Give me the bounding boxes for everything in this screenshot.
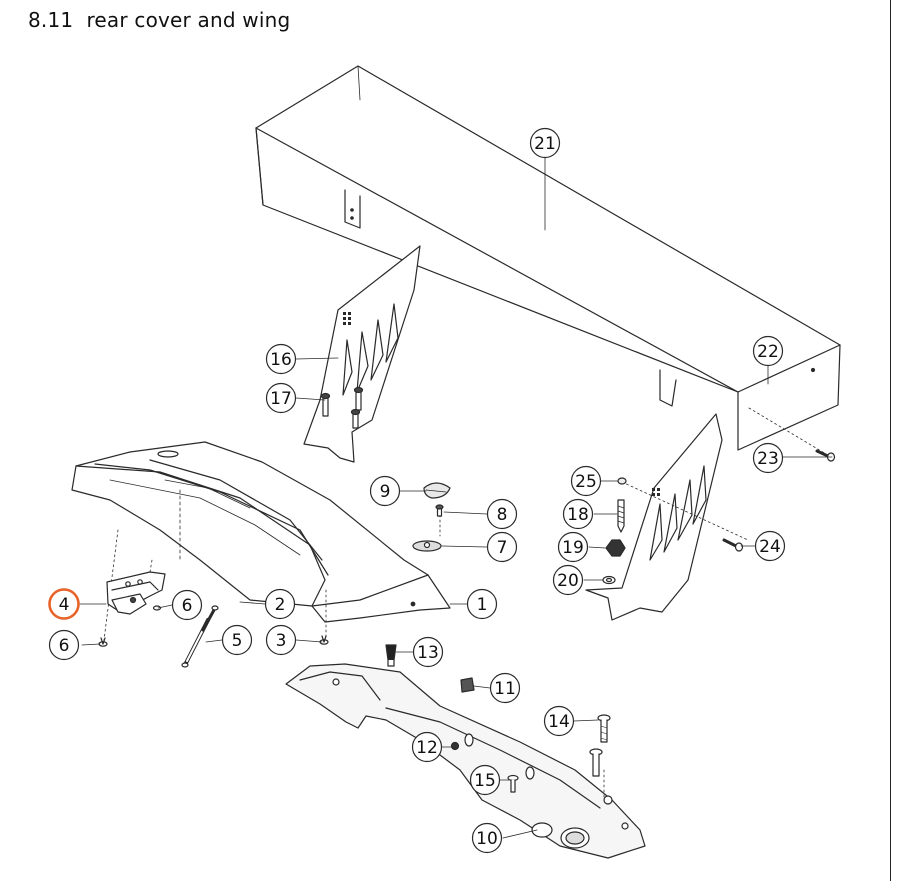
callout-circle xyxy=(489,672,521,704)
callout-number: 14 xyxy=(548,712,570,732)
callout-circle xyxy=(557,531,589,563)
callout-6b: 6 xyxy=(48,629,80,661)
callout-23: 23 xyxy=(752,442,784,474)
callout-4: 4 xyxy=(48,588,80,620)
callout-layer: 1234566789101112131415161718192021222324… xyxy=(48,127,786,854)
callout-circle xyxy=(570,465,602,497)
callout-circle xyxy=(411,731,443,763)
right-wing-support-part xyxy=(585,413,723,621)
callout-20: 20 xyxy=(552,564,584,596)
callout-circle xyxy=(469,764,501,796)
callout-17: 17 xyxy=(265,382,297,414)
callout-number: 18 xyxy=(567,505,589,525)
callout-number: 25 xyxy=(575,472,597,492)
callout-15: 15 xyxy=(469,764,501,796)
wing-support-bolts xyxy=(320,386,364,429)
rear-subframe-part xyxy=(285,663,646,859)
callout-9: 9 xyxy=(369,475,401,507)
callout-number: 10 xyxy=(476,829,498,849)
callout-number: 7 xyxy=(497,538,508,558)
callout-number: 6 xyxy=(59,636,70,656)
callout-7: 7 xyxy=(486,531,518,563)
callout-circle xyxy=(562,498,594,530)
callout-number: 17 xyxy=(270,389,292,409)
callout-circle xyxy=(552,564,584,596)
callout-number: 1 xyxy=(477,595,488,615)
callout-circle xyxy=(48,588,80,620)
callout-number: 8 xyxy=(497,505,508,525)
support-mount-hardware xyxy=(602,407,836,585)
callout-number: 11 xyxy=(494,679,516,699)
callout-2: 2 xyxy=(264,588,296,620)
callout-19: 19 xyxy=(557,531,589,563)
callout-5: 5 xyxy=(221,624,253,656)
callout-circle xyxy=(754,530,786,562)
callout-circle xyxy=(486,498,518,530)
callout-6a: 6 xyxy=(171,589,203,621)
callout-circle xyxy=(369,475,401,507)
callout-number: 15 xyxy=(474,771,496,791)
callout-1: 1 xyxy=(466,588,498,620)
callout-circle xyxy=(265,382,297,414)
callout-circle xyxy=(529,127,561,159)
callout-18: 18 xyxy=(562,498,594,530)
callout-circle xyxy=(412,636,444,668)
callout-number: 4 xyxy=(59,595,70,615)
callout-circle xyxy=(264,588,296,620)
callout-circle xyxy=(752,335,784,367)
subframe-hardware xyxy=(385,644,611,793)
callout-number: 3 xyxy=(276,631,287,651)
callout-10: 10 xyxy=(471,822,503,854)
latch-assembly-part xyxy=(106,559,166,615)
leader-lines xyxy=(78,154,833,839)
rear-cover-part xyxy=(71,441,451,623)
callout-number: 13 xyxy=(417,643,439,663)
rear-wing-part xyxy=(255,65,841,451)
callout-circle xyxy=(752,442,784,474)
left-wing-support-part xyxy=(303,245,421,463)
cap-and-washer-parts xyxy=(412,482,451,552)
callout-circle xyxy=(265,624,297,656)
callout-circle xyxy=(265,343,297,375)
callout-12: 12 xyxy=(411,731,443,763)
callout-16: 16 xyxy=(265,343,297,375)
page-title: 8.11 rear cover and wing xyxy=(28,8,291,32)
callout-8: 8 xyxy=(486,498,518,530)
callout-circle xyxy=(466,588,498,620)
callout-number: 16 xyxy=(270,350,292,370)
callout-number: 21 xyxy=(534,134,556,154)
callout-number: 22 xyxy=(757,342,779,362)
callout-number: 24 xyxy=(759,537,781,557)
callout-13: 13 xyxy=(412,636,444,668)
callout-11: 11 xyxy=(489,672,521,704)
callout-22: 22 xyxy=(752,335,784,367)
callout-number: 6 xyxy=(182,596,193,616)
callout-number: 20 xyxy=(557,571,579,591)
callout-24: 24 xyxy=(754,530,786,562)
callout-circle xyxy=(48,629,80,661)
callout-circle xyxy=(171,589,203,621)
callout-number: 12 xyxy=(416,738,438,758)
frame-border xyxy=(890,0,891,881)
gas-strut-part xyxy=(181,605,219,668)
callout-25: 25 xyxy=(570,465,602,497)
callout-number: 2 xyxy=(275,595,286,615)
callout-number: 19 xyxy=(562,538,584,558)
callout-number: 9 xyxy=(380,482,391,502)
callout-circle xyxy=(543,705,575,737)
callout-number: 5 xyxy=(232,631,243,651)
callout-circle xyxy=(486,531,518,563)
callout-number: 23 xyxy=(757,449,779,469)
callout-3: 3 xyxy=(265,624,297,656)
callout-circle xyxy=(471,822,503,854)
callout-21: 21 xyxy=(529,127,561,159)
callout-14: 14 xyxy=(543,705,575,737)
callout-circle xyxy=(221,624,253,656)
